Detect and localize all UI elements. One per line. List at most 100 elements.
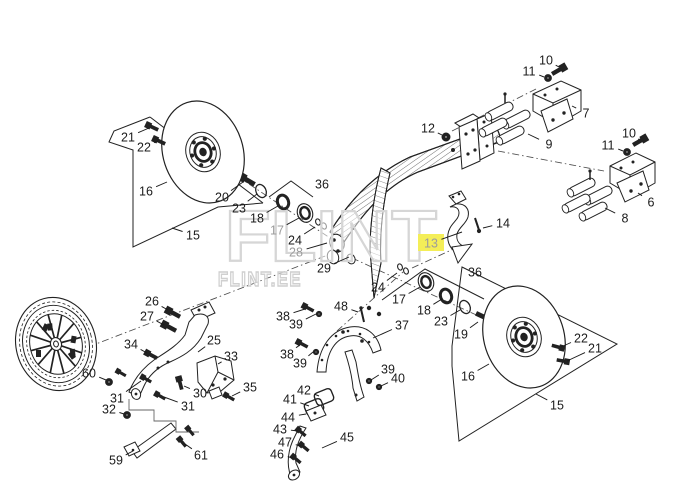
- callout-26: 26: [145, 295, 159, 309]
- leader-line-21: [137, 127, 150, 134]
- leader-line-43: [290, 429, 299, 432]
- leader-line-11: [618, 148, 624, 152]
- leader-line-22: [560, 342, 572, 348]
- leader-line-39: [308, 351, 314, 357]
- callout-33: 33: [224, 350, 238, 364]
- callout-39: 39: [293, 357, 307, 371]
- watermark-sub-text: FLINT.EE: [218, 269, 302, 291]
- watermark-main-text: FLINT: [225, 197, 437, 277]
- leader-line-11: [539, 74, 545, 78]
- leader-line-41: [300, 402, 310, 407]
- leader-line-30: [183, 385, 191, 390]
- bearing-set-right: [397, 263, 495, 325]
- callout-highlight-13: [418, 234, 444, 251]
- callout-41: 41: [283, 393, 297, 407]
- leader-line-16: [477, 363, 490, 371]
- callout-15: 15: [550, 399, 564, 413]
- leader-line-44: [298, 413, 307, 416]
- callout-16: 16: [139, 185, 153, 199]
- watermark: FLINT FLINT.EE: [217, 196, 438, 292]
- callout-31: 31: [110, 392, 124, 406]
- leader-line-37: [372, 329, 393, 339]
- leader-line-38: [293, 308, 306, 314]
- roller-set-8: [560, 169, 615, 223]
- pin-48: [359, 306, 365, 323]
- leader-line-27: [156, 320, 165, 326]
- leader-line-22: [153, 140, 159, 144]
- callout-16: 16: [461, 370, 475, 384]
- leader-line-38: [295, 344, 301, 349]
- callout-layer: 2122161520231817243628291210117910116814…: [82, 54, 654, 468]
- leader-line-39: [305, 313, 317, 320]
- stand-59: [123, 422, 177, 459]
- arm-45: [287, 425, 307, 481]
- bracket-6: [609, 152, 656, 203]
- leader-line-28: [306, 242, 328, 250]
- callout-6: 6: [648, 196, 655, 210]
- callout-38: 38: [280, 348, 294, 362]
- leader-line-59: [125, 450, 134, 456]
- callout-46: 46: [270, 448, 284, 462]
- leader-line-32: [119, 412, 125, 415]
- leader-line-13: [441, 231, 463, 240]
- callout-36: 36: [315, 178, 329, 192]
- callout-28: 28: [289, 246, 303, 260]
- callout-10: 10: [622, 127, 636, 141]
- arm-25: [128, 301, 216, 400]
- leader-line-10: [638, 138, 641, 141]
- callout-15: 15: [186, 229, 200, 243]
- beam-mount-plates: [451, 112, 495, 170]
- callout-27: 27: [140, 310, 154, 324]
- leader-line-9: [527, 133, 540, 140]
- callout-48: 48: [334, 300, 348, 314]
- leader-line-8: [604, 207, 616, 214]
- callout-10: 10: [539, 54, 553, 68]
- clamp-41-42-44: [303, 387, 335, 422]
- leader-line-7: [571, 105, 577, 109]
- callout-32: 32: [102, 403, 116, 417]
- leader-line-60: [99, 376, 107, 381]
- callout-40: 40: [391, 372, 405, 386]
- callout-35: 35: [243, 381, 257, 395]
- coulter-disc-right: [468, 273, 580, 401]
- callout-37: 37: [395, 319, 409, 333]
- leader-line-47: [295, 444, 302, 447]
- coulter-disc-left: [147, 88, 259, 216]
- leader-line-25: [197, 346, 206, 353]
- callout-31: 31: [181, 400, 195, 414]
- leader-line-31: [125, 380, 142, 392]
- roller-set-9: [477, 92, 533, 147]
- callout-20: 20: [215, 191, 229, 205]
- leader-line-46: [287, 456, 294, 459]
- beam-shank-leg: [369, 167, 391, 299]
- leader-line-40: [380, 382, 389, 387]
- leader-line-16: [155, 181, 168, 188]
- callout-25: 25: [207, 334, 221, 348]
- leader-line-61: [184, 443, 193, 450]
- callout-19: 19: [454, 328, 468, 342]
- leader-line-34: [140, 348, 148, 354]
- callout-59: 59: [109, 454, 123, 468]
- callout-34: 34: [124, 338, 138, 352]
- callout-47: 47: [278, 436, 292, 450]
- callout-12: 12: [421, 122, 435, 136]
- leader-line-45: [321, 440, 338, 449]
- leader-line-33: [217, 361, 222, 365]
- bearing-set-left: [236, 171, 327, 230]
- leader-line-42: [314, 393, 320, 397]
- callout-18: 18: [250, 212, 264, 226]
- leader-line-17: [286, 217, 300, 226]
- leader-line-14: [482, 225, 493, 229]
- callout-39: 39: [381, 363, 395, 377]
- leader-line-23: [450, 309, 461, 316]
- callout-39: 39: [289, 318, 303, 332]
- leader-line-23: [247, 193, 258, 202]
- leader-line-10: [555, 64, 560, 68]
- callout-42: 42: [297, 384, 311, 398]
- leader-line-24: [303, 226, 316, 235]
- callout-21: 21: [588, 342, 602, 356]
- callout-60: 60: [82, 367, 96, 381]
- leader-line-29: [333, 256, 350, 265]
- pin-14: [474, 217, 482, 234]
